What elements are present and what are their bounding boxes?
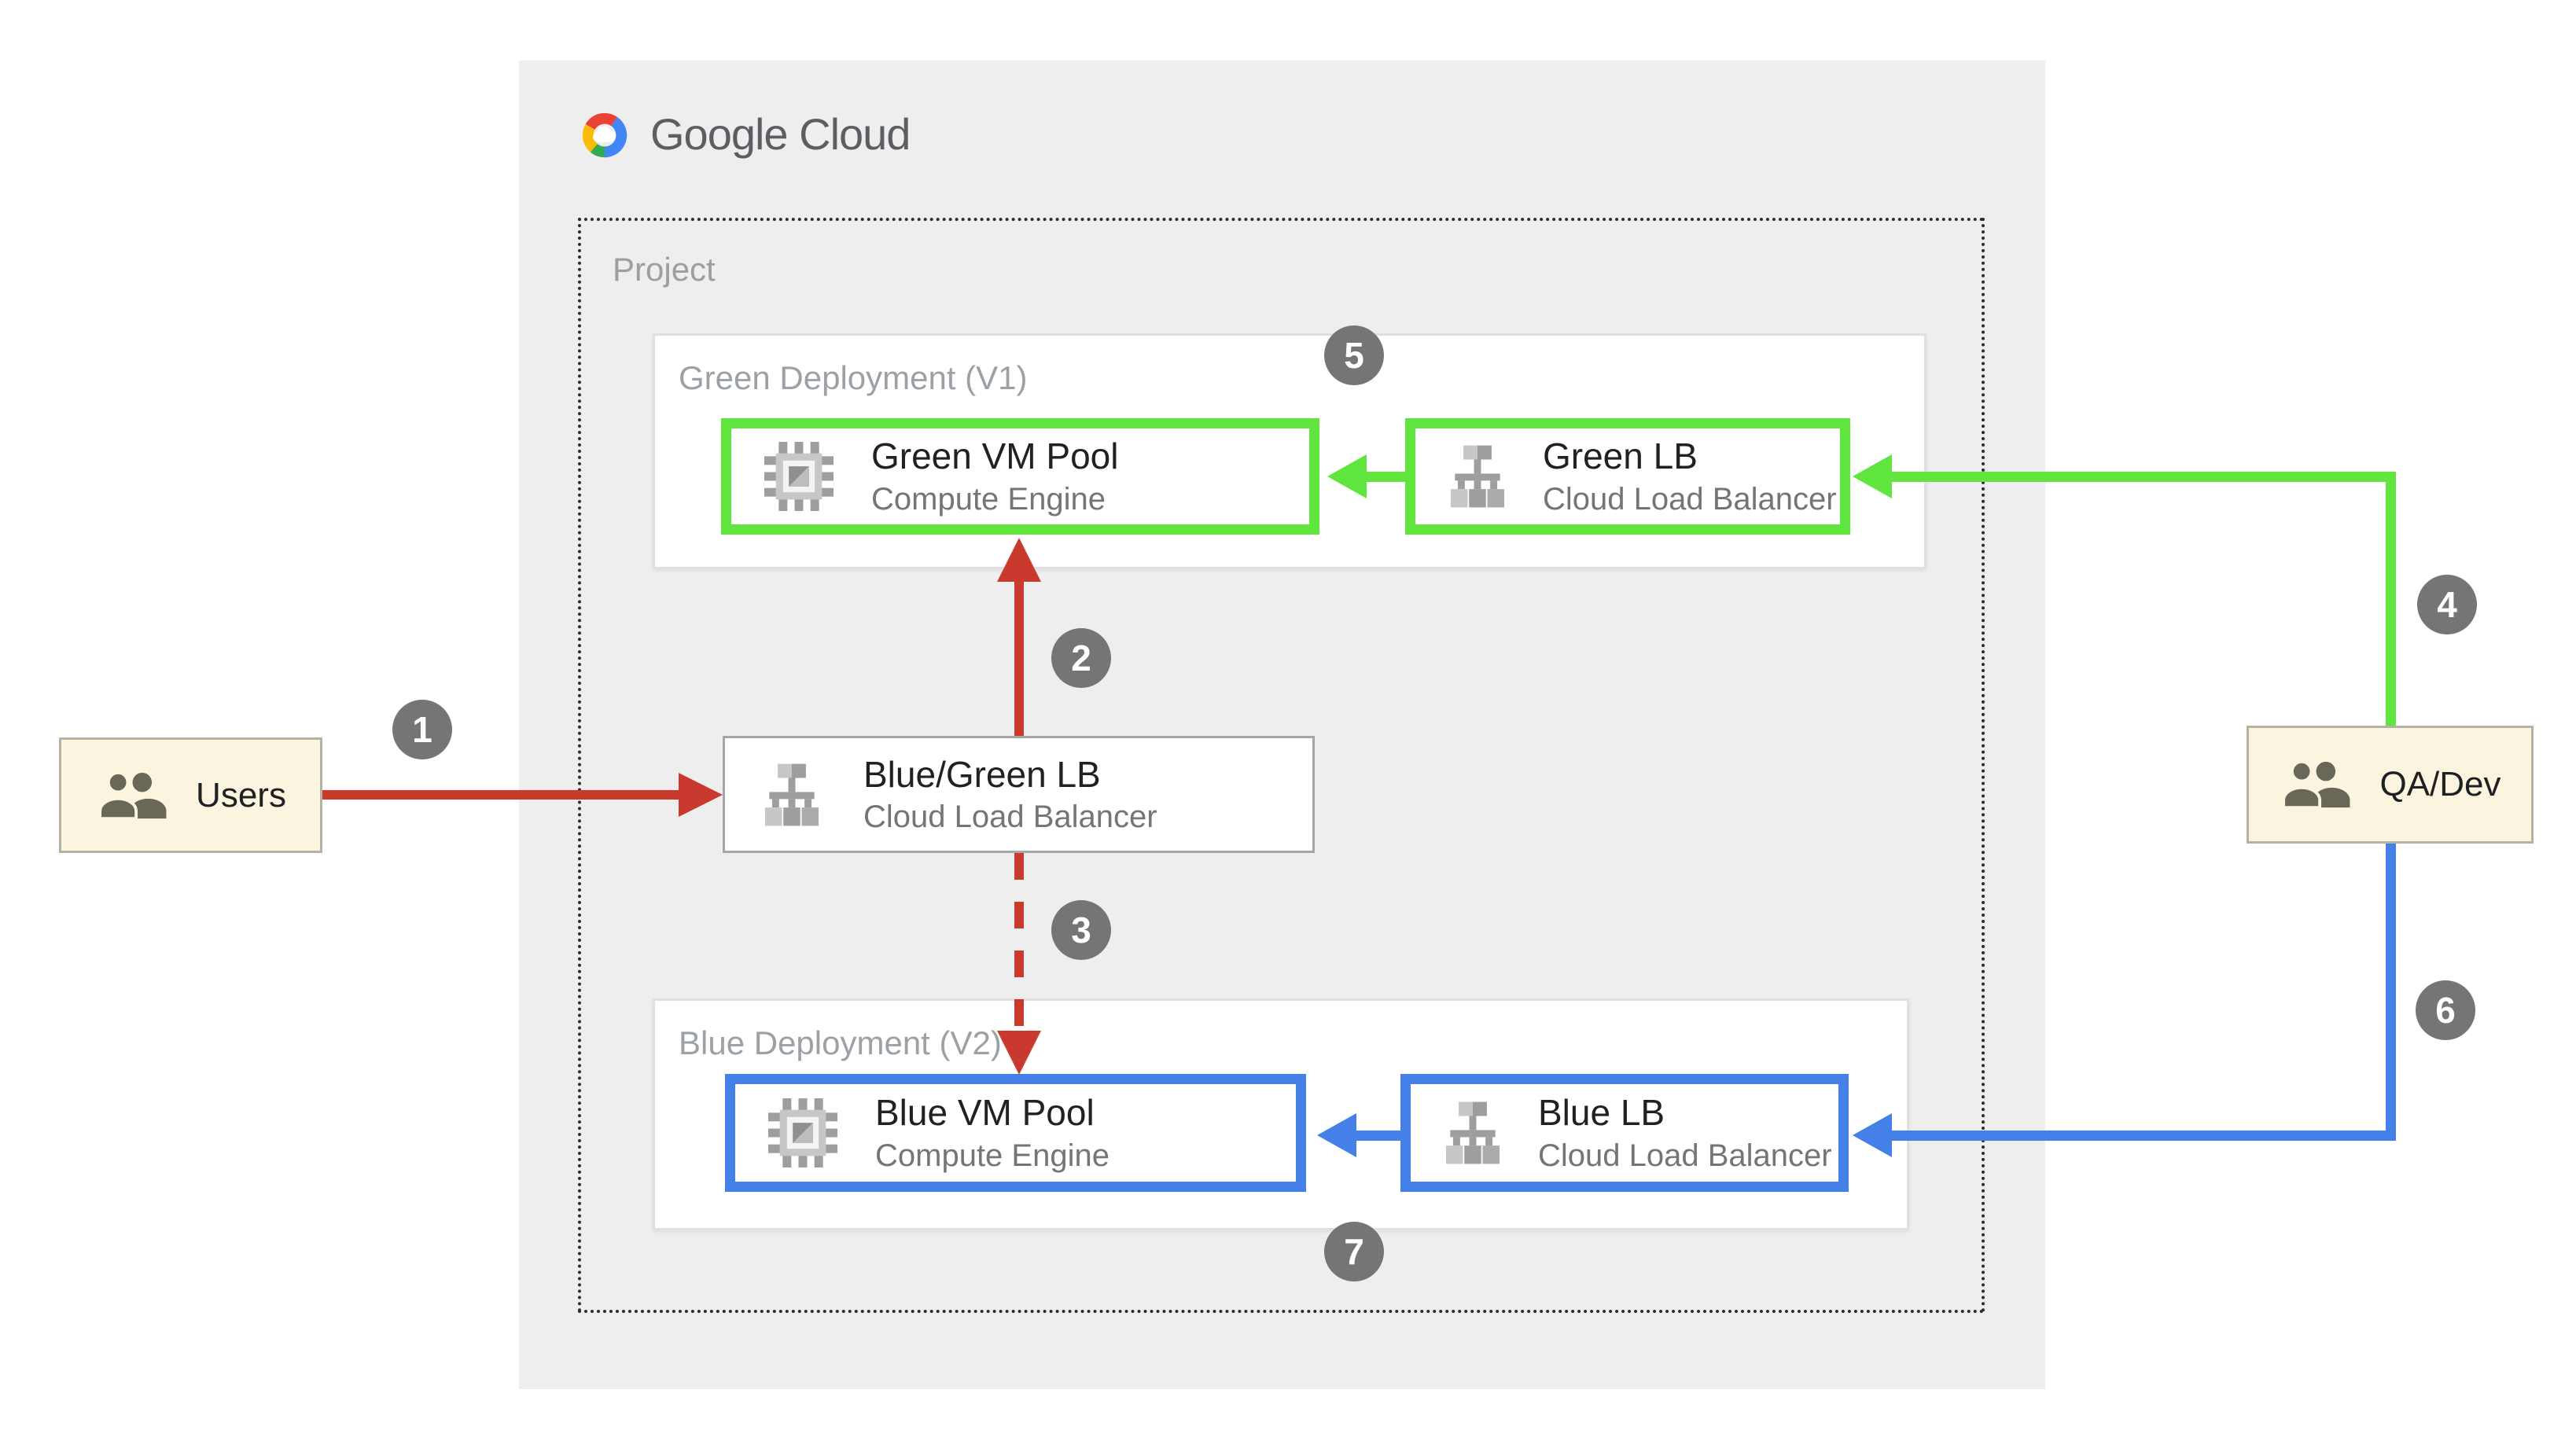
actor-qa-dev: QA/Dev (2247, 726, 2534, 844)
step-badge-1: 1 (392, 700, 452, 759)
google-cloud-logo: Google Cloud (578, 108, 911, 160)
users-icon (98, 770, 167, 820)
users-icon (2282, 759, 2350, 810)
arrowhead-qadev-to-green-lb (1853, 454, 1892, 498)
node-bluegreen-lb: Blue/Green LB Cloud Load Balancer (723, 736, 1315, 853)
compute-engine-icon (764, 442, 834, 511)
arrowhead-step1-right (679, 773, 723, 817)
actor-users: Users (59, 737, 322, 853)
arrowhead-step2-up (997, 538, 1041, 582)
node-title: Green LB (1543, 436, 1698, 477)
node-subtitle: Compute Engine (871, 481, 1106, 517)
actor-label: QA/Dev (2379, 765, 2501, 803)
arrow-step2-bluegreen-lb-to-green-vm (1014, 580, 1024, 736)
node-title: Green VM Pool (871, 436, 1119, 477)
line-qadev-to-blue-lb-vertical (2386, 844, 2396, 1141)
line-qadev-to-blue-lb-horizontal (1892, 1131, 2396, 1141)
actor-label: Users (196, 775, 286, 814)
step-badge-4: 4 (2417, 575, 2477, 634)
node-blue-vm-pool: Blue VM Pool Compute Engine (725, 1074, 1306, 1192)
load-balancer-icon (1450, 445, 1505, 508)
node-title: Blue VM Pool (875, 1092, 1095, 1134)
step-badge-2: 2 (1051, 628, 1111, 688)
line-green-lb-to-green-vm (1367, 472, 1405, 482)
node-title: Blue LB (1538, 1092, 1665, 1134)
load-balancer-icon (1445, 1101, 1500, 1164)
line-qadev-to-green-lb-vertical (2386, 472, 2396, 726)
node-title: Blue/Green LB (863, 753, 1101, 795)
load-balancer-icon (764, 763, 819, 825)
blue-deployment-label: Blue Deployment (V2) (679, 1024, 1002, 1061)
arrow-step3-dashed-bluegreen-lb-to-blue-vm (1014, 853, 1024, 1040)
node-subtitle: Cloud Load Balancer (1543, 481, 1837, 517)
step-badge-6: 6 (2416, 980, 2475, 1040)
arrowhead-blue-lb-to-blue-vm (1317, 1113, 1356, 1157)
node-subtitle: Compute Engine (875, 1138, 1110, 1173)
arrowhead-green-lb-to-green-vm (1327, 454, 1367, 498)
project-boundary: Project (578, 218, 1985, 1313)
line-blue-lb-to-blue-vm (1356, 1131, 1400, 1141)
project-label: Project (613, 251, 716, 288)
arrow-step1-users-to-bluegreen-lb (321, 790, 679, 800)
step-badge-3: 3 (1051, 900, 1111, 960)
line-qadev-to-green-lb-horizontal (1892, 472, 2396, 482)
compute-engine-icon (768, 1098, 837, 1167)
node-green-vm-pool: Green VM Pool Compute Engine (721, 418, 1319, 535)
arrowhead-qadev-to-blue-lb (1853, 1113, 1892, 1157)
arrowhead-step3-down (997, 1031, 1041, 1075)
google-cloud-cloud-icon (582, 112, 627, 157)
google-cloud-logo-text: Google Cloud (650, 109, 911, 159)
node-subtitle: Cloud Load Balancer (863, 800, 1157, 835)
step-badge-7: 7 (1324, 1222, 1384, 1281)
green-deployment-label: Green Deployment (V1) (679, 359, 1028, 396)
node-blue-lb: Blue LB Cloud Load Balancer (1400, 1074, 1849, 1192)
step-badge-5: 5 (1324, 325, 1384, 385)
node-green-lb: Green LB Cloud Load Balancer (1405, 418, 1850, 535)
node-subtitle: Cloud Load Balancer (1538, 1138, 1832, 1173)
